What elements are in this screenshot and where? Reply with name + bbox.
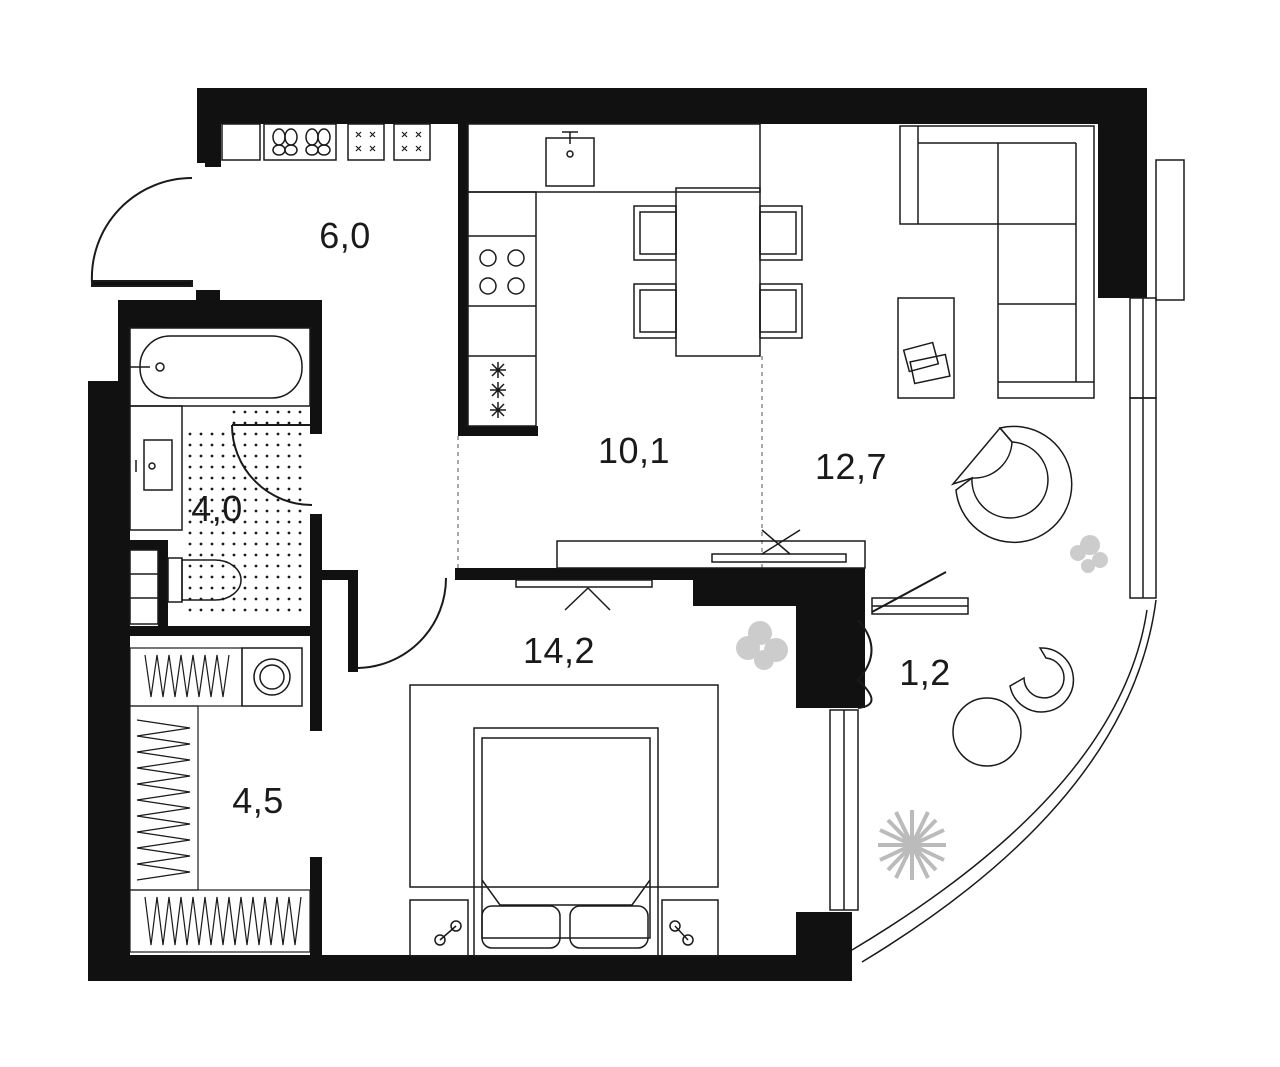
- room-area-living: 12,7: [814, 446, 888, 487]
- door-icon: [90, 176, 947, 709]
- room-area-hallway: 6,0: [319, 215, 371, 256]
- room-area-kitchen-dining: 10,1: [597, 430, 671, 471]
- walls: [88, 88, 1147, 981]
- sink-icon: [129, 405, 183, 531]
- coffee-table-icon: [897, 297, 955, 399]
- dining-table-icon: [633, 187, 803, 357]
- room-area-bathroom: 4,0: [191, 488, 243, 529]
- shoe-rack-icon: [221, 123, 431, 161]
- room-area-bedroom: 14,2: [522, 630, 596, 671]
- kitchen-sink-icon: [467, 123, 761, 193]
- washing-machine-icon: [241, 647, 303, 707]
- bathtub-icon: [129, 327, 311, 407]
- room-area-balcony: 1,2: [899, 652, 951, 693]
- sofa-icon: [899, 125, 1095, 399]
- toilet-icon: [129, 549, 242, 625]
- double-bed-icon: [409, 684, 719, 957]
- stove-icon: [467, 191, 537, 427]
- zone-divider: [457, 356, 763, 568]
- armchair-icon: [950, 425, 1073, 544]
- plant-icon: [1070, 535, 1108, 573]
- shower-floor: [188, 410, 302, 612]
- tv-unit-icon: [515, 529, 866, 611]
- armchair-icon: [1009, 647, 1075, 713]
- wardrobe-icon: [129, 647, 311, 953]
- plant-icon: [878, 810, 946, 880]
- room-area-wardrobe: 4,5: [232, 780, 284, 821]
- plant-icon: [736, 621, 788, 670]
- coffee-table-icon: [952, 697, 1022, 767]
- nightstand-icon: [409, 899, 719, 957]
- window-icon: [829, 159, 1185, 963]
